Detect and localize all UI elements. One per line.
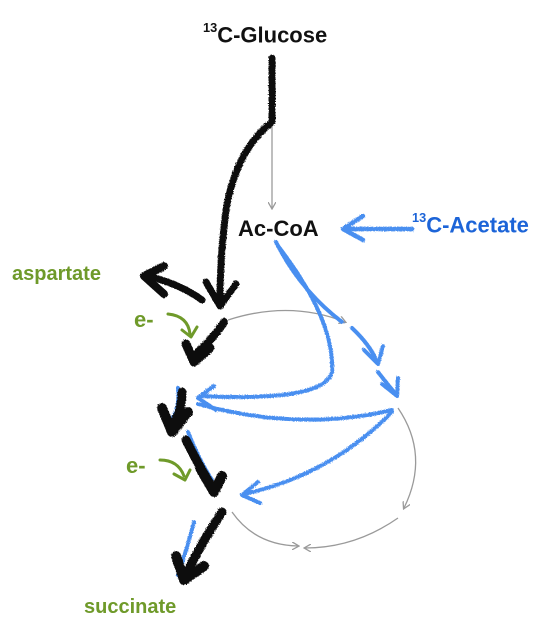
electron-arrow-bottom-icon <box>158 458 186 478</box>
cycle-arrow-top <box>227 309 345 322</box>
glucose-flux-arrows <box>140 54 276 585</box>
electron-arrows <box>158 312 199 482</box>
citrate-to-succinyl-arrow <box>242 410 394 496</box>
citrate-to-fumarate-arrow <box>196 402 394 422</box>
succinate-export-arrow <box>181 507 227 579</box>
electron-arrow-top-icon <box>166 312 192 336</box>
electron-label-top: e- <box>134 307 154 332</box>
acoa-to-oxaloacetate-arrow <box>198 244 335 399</box>
oaa-to-malate-arrow <box>194 318 228 356</box>
aspartate-label: aspartate <box>12 263 101 285</box>
aspartate-export-arrow <box>144 272 206 304</box>
electron-label-bottom: e- <box>126 453 146 478</box>
cycle-arrow-bottom-right <box>305 517 399 548</box>
succinate-label: succinate <box>84 596 177 618</box>
acoa-to-citrate-arrow <box>274 240 378 362</box>
glucose-main-stem <box>216 54 276 302</box>
cycle-arrow-bottom-left <box>231 511 298 546</box>
cycle-arrow-right <box>397 407 417 508</box>
glucose-label: 13C-Glucose <box>203 20 328 48</box>
acoa-label: Ac-CoA <box>238 216 319 241</box>
acetate-label: 13C-Acetate <box>412 210 529 238</box>
gray-cycle-arrows <box>227 120 417 548</box>
acetate-flux-arrows <box>168 213 415 577</box>
